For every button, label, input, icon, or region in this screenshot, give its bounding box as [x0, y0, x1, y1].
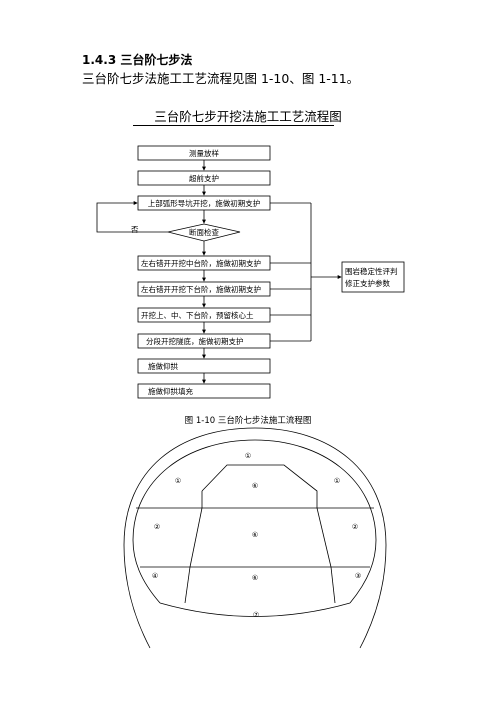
figure-caption: 图 1-10 三台阶七步法施工流程图	[184, 416, 312, 426]
marker-1-top: ①	[245, 452, 251, 460]
step-label-8: 施做仰拱填充	[148, 386, 193, 396]
decision-diamond	[167, 223, 241, 242]
flowchart-title-underline	[133, 125, 334, 126]
step-label-3: 左右错开开挖中台阶，施做初期支护	[141, 258, 261, 268]
marker-3-right: ③	[355, 572, 361, 580]
marker-2-left: ②	[154, 523, 160, 531]
tunnel-section-diagram	[123, 427, 387, 649]
marker-1-left: ①	[175, 477, 181, 485]
step-label-6: 分段开挖隧底，施做初期支护	[146, 336, 244, 346]
core-soil-outline	[201, 464, 318, 508]
step-label-4: 左右错开开挖下台阶，施做初期支护	[141, 284, 261, 294]
flowchart-title: 三台阶七步开挖法施工工艺流程图	[154, 109, 342, 124]
step-label-1: 超前支护	[189, 173, 219, 183]
side-box-line-1: 围岩稳定性评判	[345, 266, 398, 276]
tunnel-outer-profile	[123, 427, 387, 649]
marker-1-right: ①	[334, 477, 340, 485]
section-intro: 三台阶七步法施工工艺流程见图 1-10、图 1-11。	[82, 71, 360, 86]
tunnel-inner-profile	[132, 439, 377, 604]
marker-7-invert: ⑦	[253, 611, 259, 619]
tunnel-invert	[159, 602, 351, 617]
decision-label: 断面检查	[189, 227, 219, 237]
no-label: 否	[131, 225, 139, 234]
section-heading: 1.4.3 三台阶七步法	[82, 53, 193, 67]
side-box	[341, 261, 405, 293]
marker-4-left: ④	[152, 572, 158, 580]
step-label-7: 施做仰拱	[148, 361, 178, 371]
step-box-invert-fill	[137, 383, 271, 399]
step-label-0: 测量放样	[189, 148, 219, 158]
step-label-5: 开挖上、中、下台阶，预留核心土	[141, 310, 254, 320]
marker-6-lower: ⑥	[252, 574, 258, 582]
marker-6-middle: ⑥	[252, 531, 258, 539]
step-label-2: 上部弧形导坑开挖，施做初期支护	[148, 198, 261, 208]
flowchart	[96, 145, 405, 399]
marker-6-upper: ⑥	[252, 482, 258, 490]
side-box-line-2: 修正支护参数	[345, 278, 390, 288]
marker-2-right: ②	[352, 523, 358, 531]
